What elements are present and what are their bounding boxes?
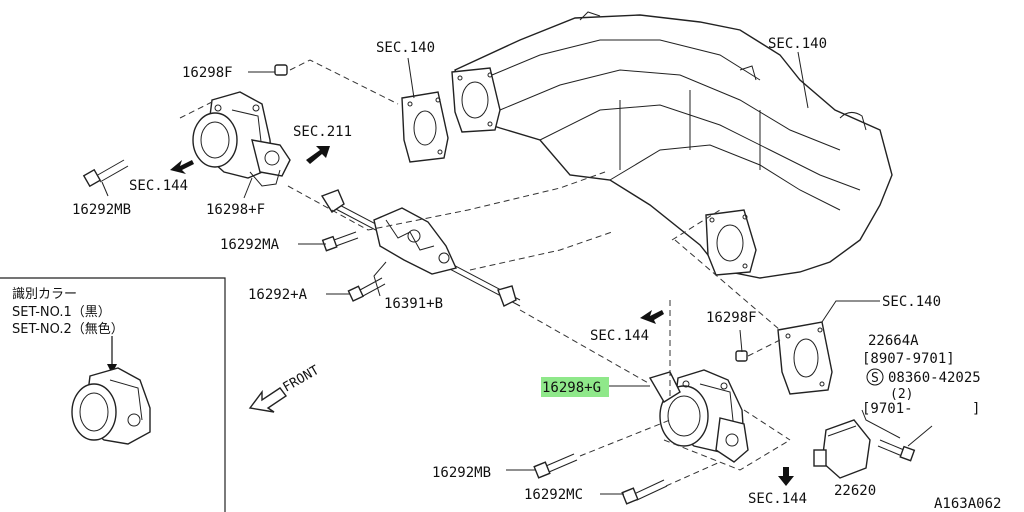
- bolt-16292MB-upper: [82, 159, 129, 188]
- inset-title: 識別カラー: [12, 287, 77, 302]
- label-08360: 08360-42025: [888, 370, 981, 386]
- gasket-lower: [777, 321, 833, 395]
- label-sec140-upper: SEC.140: [376, 40, 435, 56]
- arrow-sec144-upper: [170, 160, 194, 174]
- label-figure-code: A163A062: [934, 496, 1001, 512]
- inset-screw: [127, 413, 141, 427]
- arrow-sec144-mid: [640, 310, 664, 324]
- intake-manifold: [451, 11, 893, 279]
- inset-throttle-detail: [109, 379, 143, 421]
- label-16292MB-upper: 16292MB: [72, 202, 131, 218]
- label-16298F-lower: 16298F: [706, 310, 757, 326]
- label-16298F-upper: 16298F: [182, 65, 233, 81]
- label-range-2-start: [9701-: [862, 401, 913, 417]
- highlight-16298G: [541, 377, 609, 397]
- bolt-16292MB-lower: [533, 453, 578, 479]
- label-22664A: 22664A: [868, 333, 919, 349]
- circled-s-ring: [866, 368, 884, 386]
- label-sec211: SEC.211: [293, 124, 352, 140]
- dowel-16298F-upper: [274, 64, 288, 76]
- label-sec144-lower: SEC.144: [748, 491, 807, 507]
- label-range-2-end: ]: [972, 401, 980, 417]
- inset-throttle-bore: [71, 383, 117, 441]
- label-range-1: [8907-9701]: [862, 351, 955, 367]
- arrow-sec211: [306, 146, 330, 164]
- arrow-sec144-lower: [778, 467, 794, 486]
- inset-throttle-bore-inner: [79, 392, 109, 432]
- label-22620: 22620: [834, 483, 876, 499]
- label-16298pF: 16298+F: [206, 202, 265, 218]
- bolt-16292MA: [321, 231, 359, 252]
- label-front: FRONT: [281, 363, 323, 396]
- dashed-guides: [179, 59, 791, 487]
- label-16292MC: 16292MC: [524, 487, 583, 503]
- front-indicator: FRONT: [248, 363, 323, 413]
- label-16292MA: 16292MA: [220, 237, 280, 253]
- label-sec140-lower: SEC.140: [882, 294, 941, 310]
- label-sec144-mid: SEC.144: [590, 328, 649, 344]
- bolt-22620: [877, 439, 916, 462]
- dowel-16298F-lower: [735, 350, 748, 362]
- inset-line-1: SET-NO.1（黒）: [12, 305, 111, 320]
- label-sec140-right: SEC.140: [768, 36, 827, 52]
- bolt-16292A: [347, 277, 386, 302]
- leader-lines: [101, 51, 933, 495]
- inset-line-2: SET-NO.2（無色）: [12, 321, 124, 337]
- bolt-16292MC: [621, 479, 668, 505]
- throttle-chamber-lower: [648, 369, 749, 463]
- throttle-linkage: [320, 189, 521, 307]
- label-16391pB: 16391+B: [384, 296, 443, 312]
- inset-panel: 識別カラー SET-NO.1（黒） SET-NO.2（無色）: [0, 277, 226, 512]
- label-circled-s: S: [871, 371, 879, 386]
- label-16298pG: 16298+G: [542, 380, 601, 396]
- label-16292pA: 16292+A: [248, 287, 308, 303]
- sensor-22620: [813, 419, 871, 479]
- label-sec144-upper: SEC.144: [129, 178, 188, 194]
- label-16292MB-lower: 16292MB: [432, 465, 491, 481]
- gasket-upper: [401, 91, 449, 163]
- throttle-chamber-upper: [192, 91, 291, 187]
- label-qty: (2): [890, 387, 913, 402]
- inset-border: [0, 277, 226, 512]
- part-labels: SEC.140 SEC.140 SEC.140 SEC.211 SEC.144 …: [72, 36, 1001, 512]
